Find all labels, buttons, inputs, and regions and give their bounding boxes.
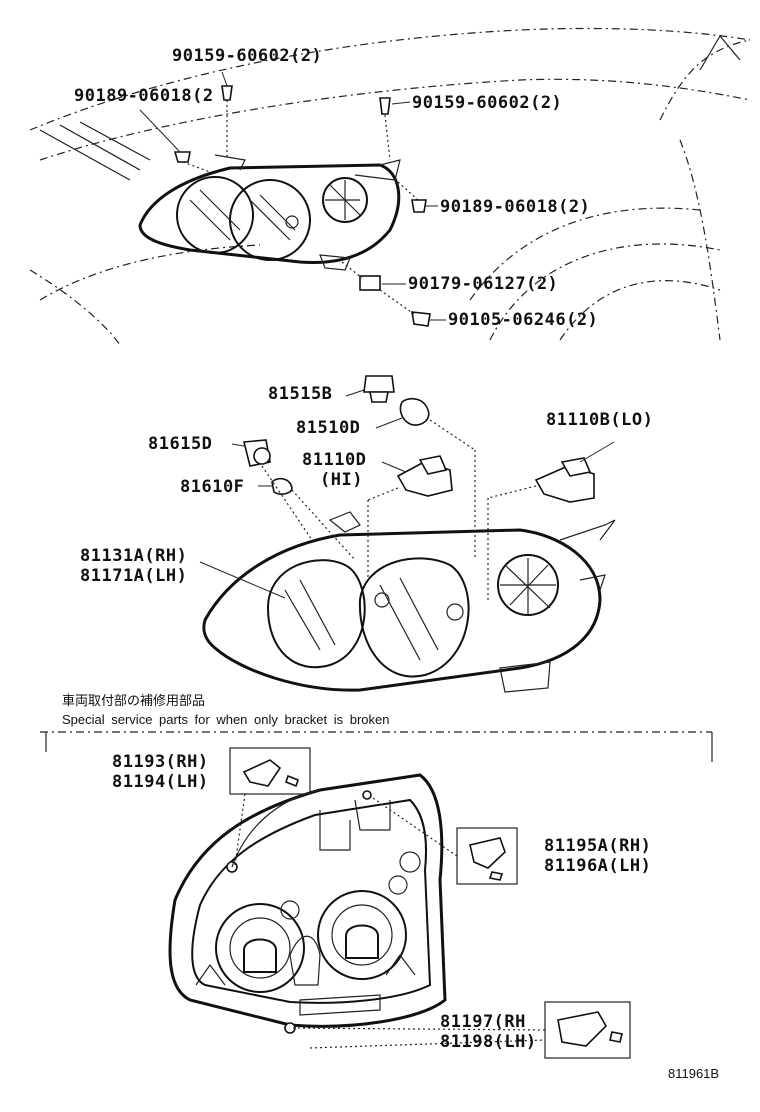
drawing-code: 811961B bbox=[668, 1066, 720, 1081]
part-label-90105-06246: 90105-06246(2) bbox=[448, 310, 599, 330]
note-english: Special service parts for when only brac… bbox=[62, 712, 390, 727]
part-label-81110d-hi: (HI) bbox=[320, 470, 363, 490]
part-label-81615d: 81615D bbox=[148, 434, 213, 454]
part-label-81515b: 81515B bbox=[268, 384, 333, 404]
part-label-81110b-lo: 81110B(LO) bbox=[546, 410, 654, 430]
part-label-90159-60602-upper-left: 90159-60602(2) bbox=[172, 46, 323, 66]
part-label-81171a-lh: 81171A(LH) bbox=[80, 566, 188, 586]
top-fasteners bbox=[173, 85, 431, 327]
main-headlamp-assembly bbox=[202, 511, 616, 693]
part-label-81197-rh: 81197(RH bbox=[440, 1012, 526, 1032]
vehicle-body-outline bbox=[29, 27, 751, 346]
part-label-90189-06018-left: 90189-06018(2 bbox=[74, 86, 214, 106]
part-label-81193-rh: 81193(RH) bbox=[112, 752, 209, 772]
part-label-90159-60602-right: 90159-60602(2) bbox=[412, 93, 563, 113]
part-label-81110d: 81110D bbox=[302, 450, 367, 470]
note-japanese: 車両取付部の補修用部品 bbox=[62, 693, 206, 708]
part-label-81195a-rh: 81195A(RH) bbox=[544, 836, 652, 856]
part-label-81198-lh: 81198(LH) bbox=[440, 1032, 537, 1052]
bracket-detail-boxes bbox=[229, 747, 631, 1059]
part-label-81610f: 81610F bbox=[180, 477, 245, 497]
bulbs-and-sockets bbox=[242, 375, 595, 503]
part-label-81510d: 81510D bbox=[296, 418, 361, 438]
middle-leader-lines bbox=[199, 389, 615, 600]
part-label-81196a-lh: 81196A(LH) bbox=[544, 856, 652, 876]
part-label-90189-06018-right: 90189-06018(2) bbox=[440, 197, 591, 217]
top-leader-lines bbox=[139, 71, 446, 321]
top-headlamp-assembly bbox=[138, 154, 401, 271]
rear-housing-view bbox=[168, 773, 447, 1034]
service-section-frame bbox=[40, 731, 713, 762]
part-label-81194-lh: 81194(LH) bbox=[112, 772, 209, 792]
part-label-81131a-rh: 81131A(RH) bbox=[80, 546, 188, 566]
part-label-90179-06127: 90179-06127(2) bbox=[408, 274, 559, 294]
